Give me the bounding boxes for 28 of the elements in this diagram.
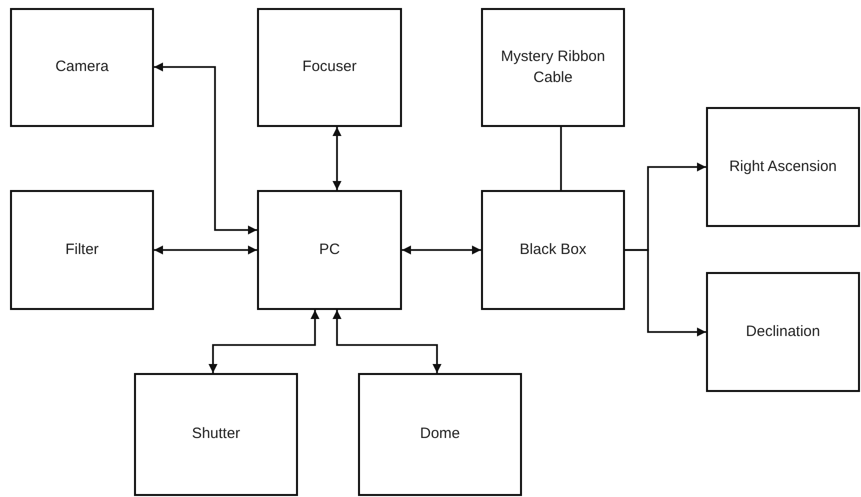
component-box xyxy=(706,107,860,227)
box-label: Focuser xyxy=(302,57,357,78)
component-box xyxy=(257,190,402,310)
component-box xyxy=(257,8,402,127)
arrow xyxy=(625,249,706,336)
box-label: Camera xyxy=(55,57,109,78)
component-box xyxy=(10,8,154,127)
component-box xyxy=(481,8,625,127)
box-label: Mystery Ribbon Cable xyxy=(500,47,606,88)
component-box xyxy=(481,190,625,310)
arrow xyxy=(402,246,481,254)
box-label: Declination xyxy=(746,322,820,342)
component-box xyxy=(358,373,522,496)
connector-line xyxy=(560,127,562,190)
box-label: Shutter xyxy=(192,424,240,444)
component-box xyxy=(706,272,860,392)
component-box xyxy=(134,373,298,496)
box-label: Black Box xyxy=(520,240,586,260)
box-label: PC xyxy=(319,240,340,260)
arrow xyxy=(154,62,257,234)
arrow xyxy=(208,310,320,373)
box-label: Filter xyxy=(65,240,99,260)
component-box xyxy=(10,190,154,310)
box-label: Dome xyxy=(420,424,460,444)
box-label: Right Ascension xyxy=(729,156,837,177)
arrow xyxy=(332,127,342,190)
arrow xyxy=(332,310,442,373)
arrow xyxy=(154,246,257,254)
